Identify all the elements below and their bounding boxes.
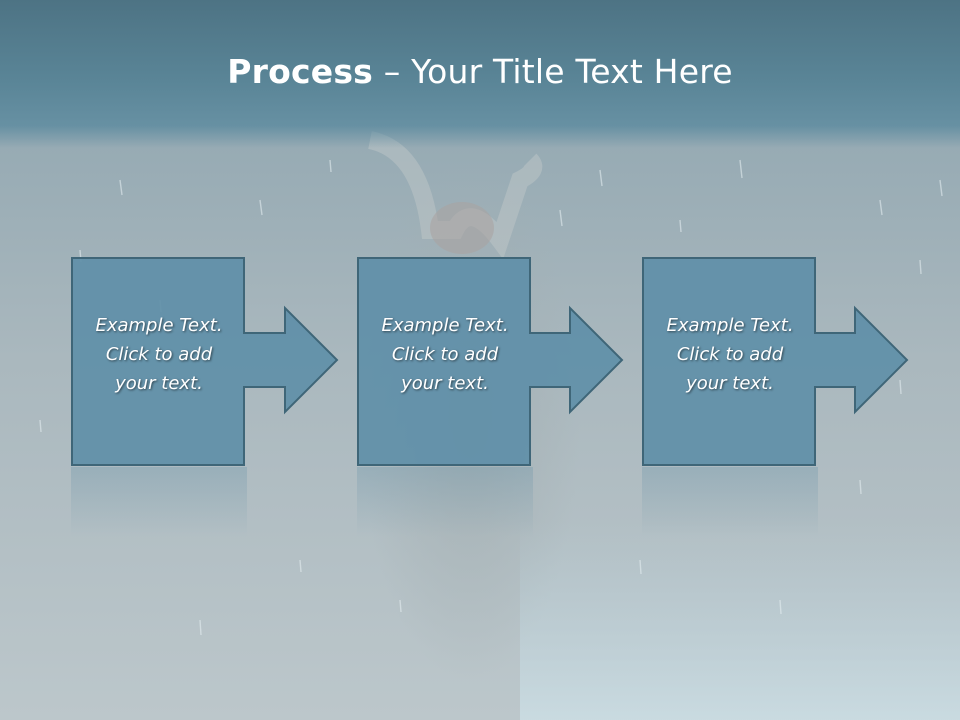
step-3-text[interactable]: Example Text. Click to add your text. [642, 311, 818, 398]
step-arrow-shape [642, 257, 909, 466]
step-2-text[interactable]: Example Text. Click to add your text. [357, 311, 533, 398]
title-bold: Process [227, 52, 374, 91]
step-3-line-1: Example Text. [666, 315, 794, 336]
step-2-line-2: Click to add [391, 344, 499, 365]
process-step-2[interactable]: Example Text. Click to add your text. [357, 257, 624, 467]
step-2-line-3: your text. [401, 373, 489, 394]
step-arrow-shape [357, 257, 624, 466]
step-3-reflection [642, 467, 818, 537]
step-1-line-1: Example Text. [95, 315, 223, 336]
step-1-line-2: Click to add [105, 344, 213, 365]
step-1-text[interactable]: Example Text. Click to add your text. [71, 311, 247, 398]
title-band [0, 0, 960, 148]
step-2-reflection [357, 467, 533, 537]
step-arrow-shape [71, 257, 339, 466]
step-3-line-2: Click to add [676, 344, 784, 365]
step-3-line-3: your text. [686, 373, 774, 394]
step-2-line-1: Example Text. [381, 315, 509, 336]
process-step-3[interactable]: Example Text. Click to add your text. [642, 257, 909, 467]
title-rest: – Your Title Text Here [373, 52, 733, 91]
step-1-line-3: your text. [115, 373, 203, 394]
step-1-reflection [71, 467, 247, 537]
slide-title[interactable]: Process – Your Title Text Here [0, 52, 960, 91]
process-step-1[interactable]: Example Text. Click to add your text. [71, 257, 339, 467]
